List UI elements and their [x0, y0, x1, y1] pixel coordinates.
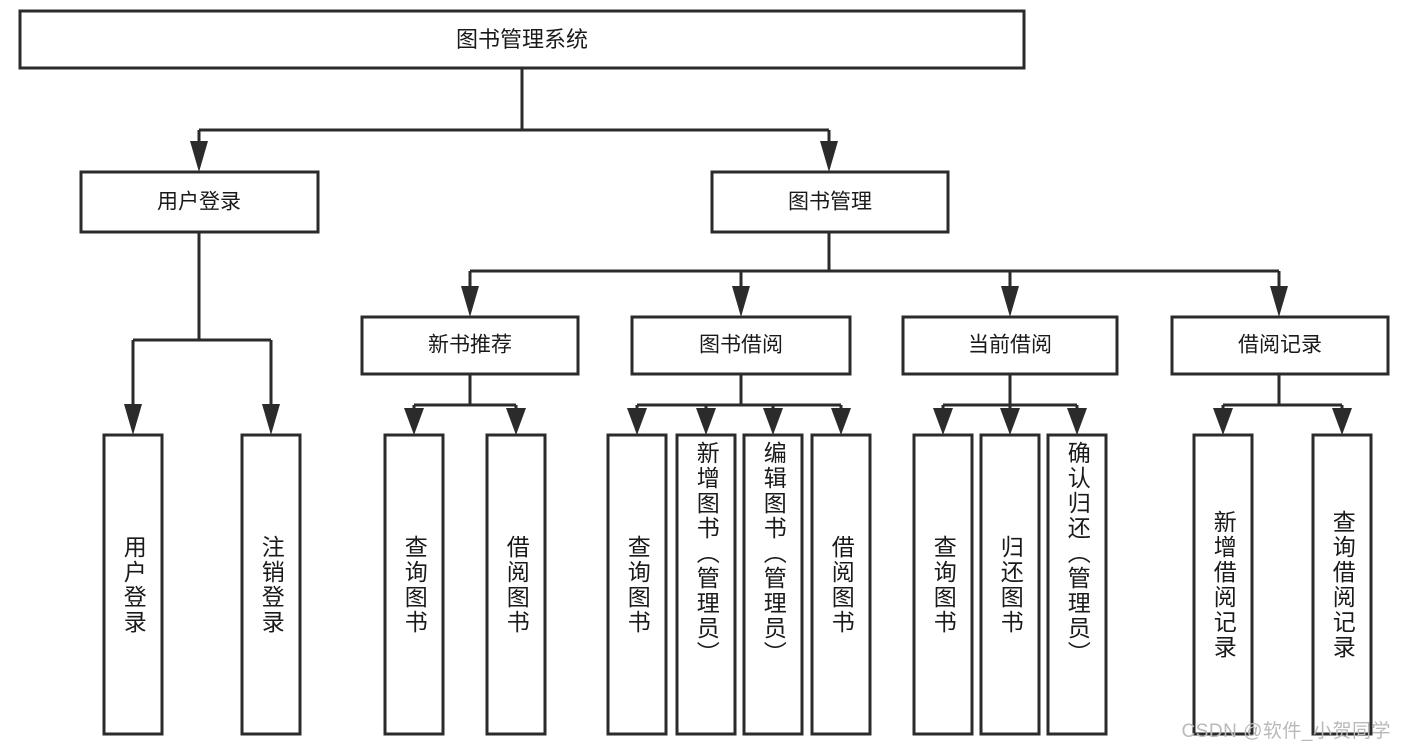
- node-new-book-recommend-label: 新书推荐: [428, 334, 512, 357]
- node-leaf-return-book-box[interactable]: [979, 433, 1041, 736]
- node-current-borrow-box[interactable]: [901, 315, 1119, 376]
- arrow-head-leaf-query-book-3: [933, 408, 953, 435]
- node-leaf-edit-book-box[interactable]: [742, 433, 804, 736]
- node-book-borrow[interactable]: 图书借阅: [630, 315, 852, 376]
- node-book-borrow-label: 图书借阅: [699, 334, 783, 357]
- leaf-box-layer: [102, 433, 1373, 736]
- arrow-head-leaf-query-record: [1332, 408, 1352, 435]
- arrow-head-leaf-borrow-book-2: [831, 408, 851, 435]
- node-borrow-record[interactable]: 借阅记录: [1170, 315, 1390, 376]
- node-leaf-query-record-box[interactable]: [1311, 433, 1373, 736]
- node-root-box[interactable]: [18, 9, 1026, 70]
- node-current-borrow[interactable]: 当前借阅: [901, 315, 1119, 376]
- node-leaf-query-book-2-box[interactable]: [606, 433, 668, 736]
- arrow-head-book-borrow: [732, 286, 750, 317]
- arrow-head-leaf-logout-login: [262, 404, 280, 435]
- arrow-head-borrow-record: [1270, 286, 1288, 317]
- arrow-head-user-login: [190, 141, 208, 172]
- arrow-head-current-borrow: [1001, 286, 1019, 317]
- arrow-head-leaf-user-login: [124, 404, 142, 435]
- arrow-head-leaf-edit-book: [763, 408, 783, 435]
- arrow-head-book-manage: [820, 141, 838, 172]
- node-book-borrow-box[interactable]: [630, 315, 852, 376]
- node-leaf-query-book-3-box[interactable]: [912, 433, 974, 736]
- node-user-login-label: 用户登录: [157, 191, 241, 214]
- node-new-book-recommend-box[interactable]: [360, 315, 580, 376]
- node-leaf-borrow-book-1-box[interactable]: [485, 433, 547, 736]
- node-user-login-box[interactable]: [79, 170, 320, 234]
- arrow-head-leaf-return-book: [1000, 408, 1020, 435]
- node-root-label: 图书管理系统: [456, 27, 588, 52]
- node-new-book-recommend[interactable]: 新书推荐: [360, 315, 580, 376]
- arrow-head-leaf-add-book: [696, 408, 716, 435]
- node-current-borrow-label: 当前借阅: [968, 334, 1052, 357]
- connector-layer: [124, 68, 1352, 435]
- node-leaf-add-book-box[interactable]: [675, 433, 737, 736]
- arrow-head-new-book-recommend: [461, 286, 479, 317]
- node-leaf-add-record-box[interactable]: [1192, 433, 1254, 736]
- node-book-manage-label: 图书管理: [788, 191, 872, 214]
- node-leaf-user-login-box[interactable]: [102, 433, 164, 736]
- csdn-watermark: CSDN @软件_小贺同学: [1181, 721, 1391, 742]
- arrow-head-leaf-query-book-2: [627, 408, 647, 435]
- node-root[interactable]: 图书管理系统: [18, 9, 1026, 70]
- node-leaf-logout-login-box[interactable]: [240, 433, 302, 736]
- node-book-manage[interactable]: 图书管理: [710, 170, 950, 234]
- arrow-head-leaf-confirm-return: [1067, 408, 1087, 435]
- arrow-head-leaf-borrow-book-1: [506, 408, 526, 435]
- node-leaf-confirm-return-box[interactable]: [1046, 433, 1108, 736]
- node-leaf-borrow-book-2-box[interactable]: [810, 433, 872, 736]
- node-user-login[interactable]: 用户登录: [79, 170, 320, 234]
- node-leaf-query-book-1-box[interactable]: [383, 433, 445, 736]
- arrow-head-leaf-query-book-1: [404, 408, 424, 435]
- node-borrow-record-label: 借阅记录: [1238, 334, 1322, 357]
- node-book-manage-box[interactable]: [710, 170, 950, 234]
- arrow-head-leaf-add-record: [1213, 408, 1233, 435]
- node-borrow-record-box[interactable]: [1170, 315, 1390, 376]
